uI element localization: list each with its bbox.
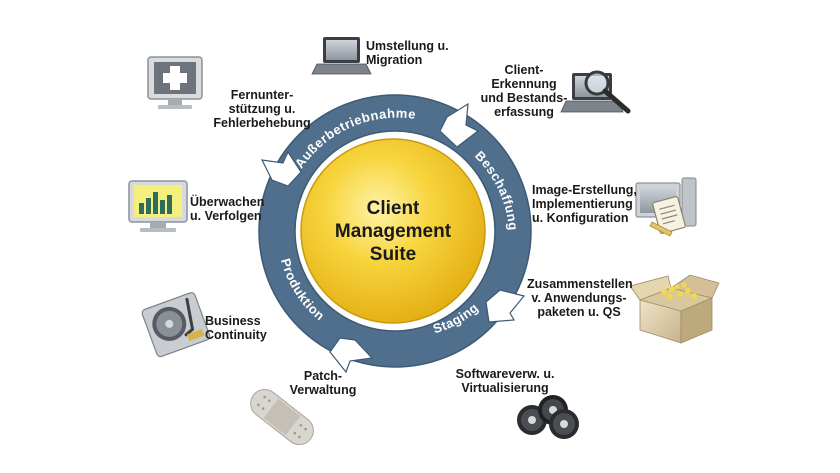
- laptop-icon: [311, 37, 372, 75]
- medical-monitor-icon: [147, 56, 203, 109]
- arrow-break-bottom-right: [485, 289, 526, 323]
- label-business-continuity: Business Continuity: [205, 314, 267, 342]
- label-ueberwachen: Überwachen u. Verfolgen: [190, 195, 265, 223]
- magnifier-laptop-icon: [560, 70, 631, 114]
- center-circle: [300, 138, 486, 324]
- label-client-erkennung: Client- Erkennung und Bestands- erfassun…: [480, 63, 568, 119]
- chart-monitor-icon: [128, 180, 188, 232]
- discs-icon: [517, 395, 579, 439]
- package-box-icon: [629, 274, 720, 344]
- label-image-erstellung: Image-Erstellung, Implementierung u. Kon…: [532, 183, 637, 225]
- center-title-line3: Suite: [370, 244, 416, 265]
- hard-drive-icon: [141, 292, 211, 358]
- center-title-line2: Management: [335, 221, 452, 242]
- bandage-icon: [250, 388, 314, 446]
- arrow-break-top-right: [439, 102, 480, 148]
- label-zusammenstellen: Zusammenstellen v. Anwendungs- paketen u…: [527, 277, 633, 319]
- arrow-break-top-left: [260, 150, 302, 187]
- label-patch-verwaltung: Patch- Verwaltung: [289, 369, 357, 397]
- label-umstellung-migration: Umstellung u. Migration: [366, 39, 449, 67]
- center-title-line1: Client: [367, 198, 420, 219]
- lifecycle-ring: [258, 94, 532, 374]
- clipboard-computer-icon: [635, 177, 697, 237]
- label-fernunterstuetzung: Fernunter- stützung u. Fehlerbehebung: [213, 88, 311, 130]
- ring-band: [259, 95, 531, 367]
- arrow-break-bottom-left: [329, 337, 374, 374]
- label-softwareverw: Softwareverw. u. Virtualisierung: [455, 367, 555, 395]
